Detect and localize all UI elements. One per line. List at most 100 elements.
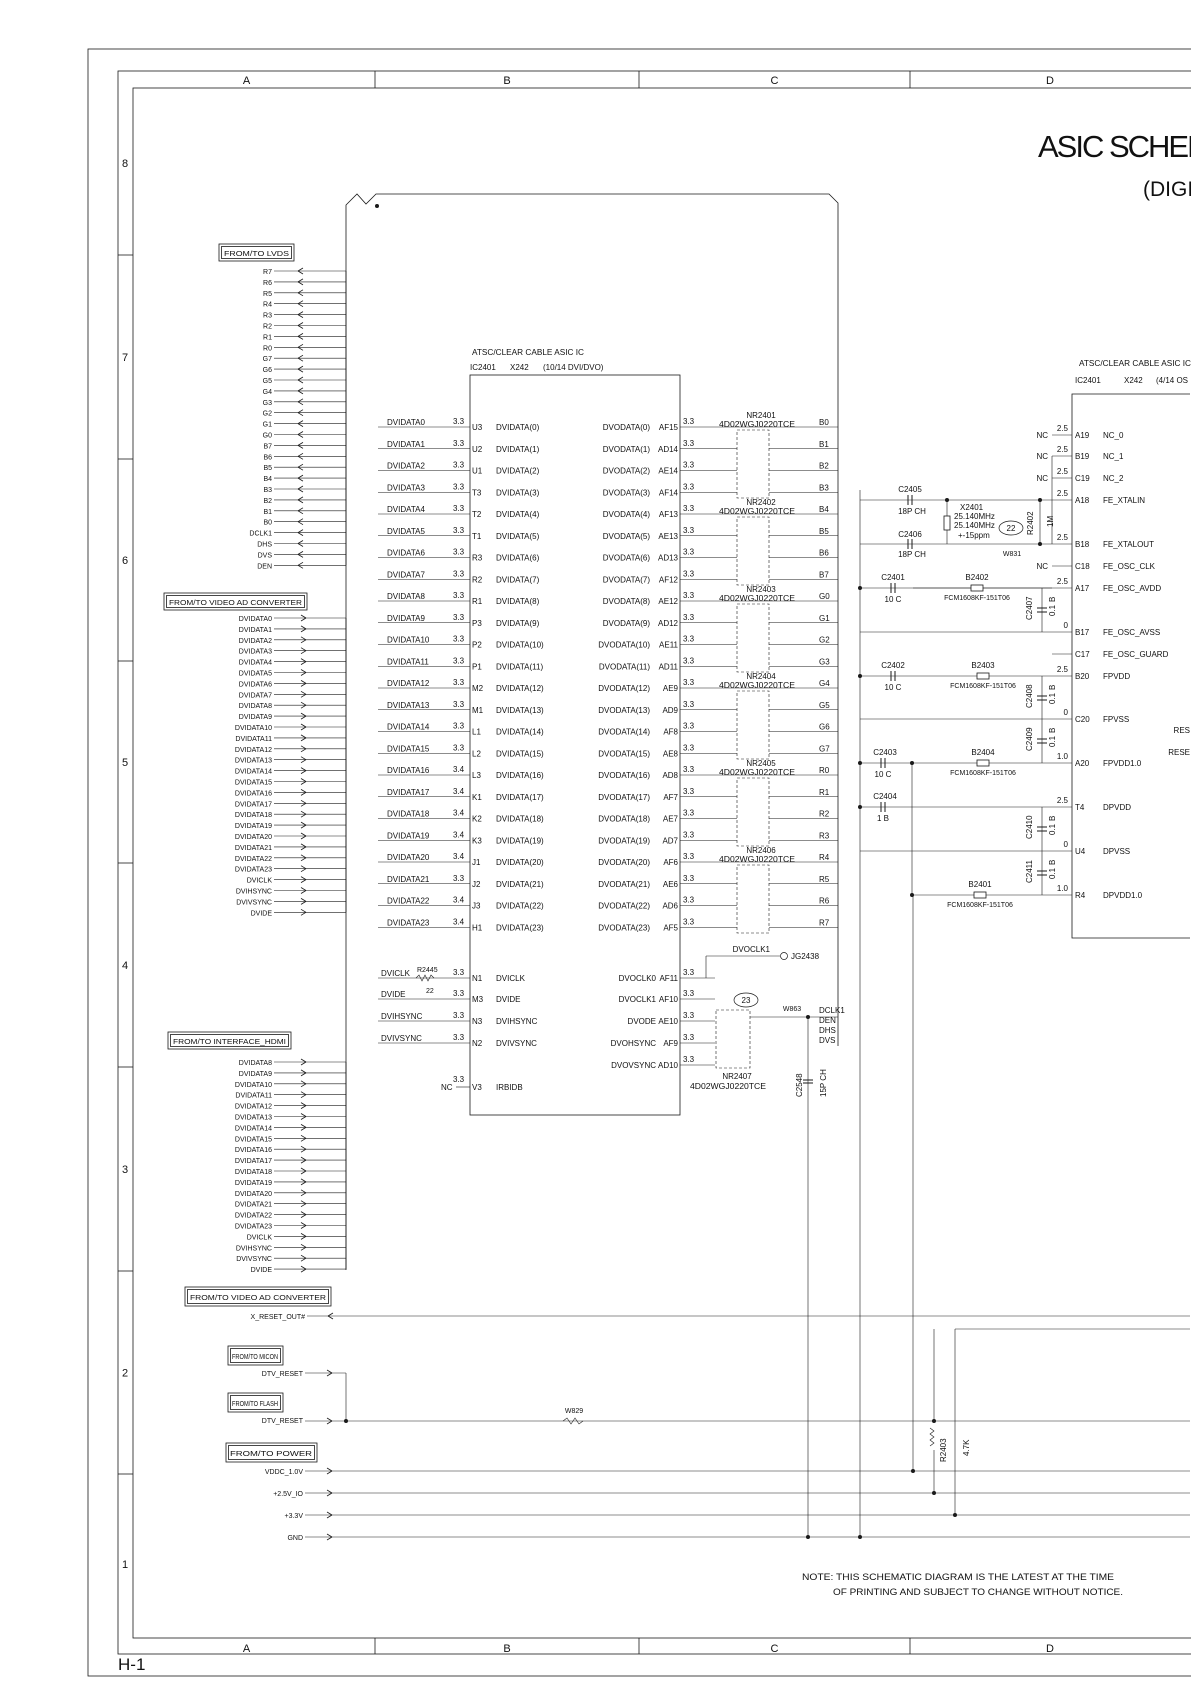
signal-label: G2: [263, 411, 272, 418]
testpoint-ref: JG2438: [791, 952, 820, 961]
arrow-head: [300, 1170, 307, 1175]
pin-voltage: 3.3: [683, 830, 695, 839]
signal-label: B1: [263, 509, 272, 516]
pin-name: DVODATA(1): [603, 445, 651, 454]
arrow-head: [300, 1113, 307, 1117]
rn-part: 4D02WGJ0220TCE: [719, 420, 795, 429]
arrow-head: [327, 1312, 334, 1317]
arrow-head: [300, 1061, 307, 1066]
signal-label: R4: [263, 302, 272, 309]
connector-title: FROM/TO INTERFACE_HDMI: [173, 1039, 286, 1046]
bus-enclosure: [345, 193, 839, 1046]
pin-out: B5: [819, 527, 829, 536]
arrow-head: [300, 1137, 307, 1142]
pin-ball: N2: [472, 1039, 483, 1048]
pin-voltage: 3.4: [453, 787, 465, 796]
pin-out: R5: [819, 875, 830, 884]
pin-voltage: 3.3: [683, 743, 695, 752]
cap-ref: C2402: [881, 661, 905, 670]
pin-ball: R4: [1075, 891, 1086, 900]
signal-label: DVIDATA12: [235, 1104, 272, 1111]
arrow-head: [300, 802, 307, 807]
arrow-head: [297, 466, 304, 471]
ic-ref: IC2401: [470, 363, 496, 372]
rn-part: 4D02WGJ0220TCE: [719, 855, 795, 864]
res-label: RES: [1174, 726, 1190, 735]
pin-ball: AE12: [658, 597, 678, 606]
cap-value: 18P CH: [898, 550, 926, 559]
pin-out: B4: [819, 505, 829, 514]
cap-value: 15P CH: [819, 1069, 828, 1097]
rn-ref: NR2401: [746, 411, 776, 420]
pin-name: DPVDD1.0: [1103, 891, 1143, 900]
arrow-head: [300, 857, 307, 862]
pin-ball: K2: [472, 815, 482, 824]
pin-voltage: 3.3: [453, 635, 465, 644]
pin-net: DVIDATA0: [387, 418, 425, 427]
pin-nc: NC: [441, 1083, 453, 1092]
power-label: +2.5V_IO: [273, 1491, 303, 1498]
row-label: 2: [122, 1368, 128, 1380]
pin-name: DVIDATA(16): [496, 771, 544, 780]
pin-out: B0: [819, 418, 829, 427]
ferrite-ref: B2402: [965, 573, 989, 582]
arrow-head: [300, 1243, 307, 1248]
junction-dot: [858, 805, 862, 809]
pin-net: DVIDATA8: [387, 592, 425, 601]
pin-ball: C19: [1075, 474, 1090, 483]
arrow-head: [297, 412, 304, 417]
pin-nc: NC: [1036, 431, 1048, 440]
arrow-head: [300, 1178, 307, 1183]
pin-name: FE_OSC_CLK: [1103, 562, 1156, 571]
pin-voltage: 0: [1064, 708, 1069, 717]
pin-voltage: 3.3: [453, 743, 465, 752]
junction-dot: [858, 586, 862, 590]
signal-label: DVIDATA20: [235, 834, 272, 841]
pin-out: R1: [819, 788, 830, 797]
arrow-head: [300, 1102, 307, 1106]
pin-ball: T1: [472, 532, 482, 541]
ferrite-bead: [970, 584, 984, 592]
signal-label: DVIDATA21: [235, 845, 272, 852]
wire-link-label: W829: [565, 1408, 583, 1415]
pin-ball: AE7: [663, 815, 679, 824]
cap-value: 0.1: [1048, 735, 1057, 747]
signal-label: DVIHSYNC: [236, 1245, 272, 1252]
schematic-subtitle: (DIGI: [1143, 178, 1191, 201]
resistor-value: 1M: [1046, 516, 1055, 527]
arrow-head: [300, 723, 307, 728]
arrow-head: [297, 354, 304, 359]
signal-label: DVS: [258, 552, 273, 559]
pin-net: DVIDATA11: [387, 657, 429, 666]
ctrl-out: DCLK1: [819, 1006, 845, 1015]
pin-name: DVODATA(18): [598, 815, 650, 824]
pin-ball: V3: [472, 1083, 482, 1092]
arrow-head: [300, 1058, 307, 1063]
arrow-head: [300, 1145, 307, 1150]
arrow-head: [297, 303, 304, 308]
arrow-head: [326, 1511, 333, 1516]
arrow-head: [300, 672, 307, 676]
junction-dot: [375, 204, 379, 208]
ferrite-part: FCM1608KF-151T06: [950, 770, 1016, 777]
arrow-head: [300, 737, 307, 742]
arrow-head: [300, 614, 307, 619]
arrow-head: [297, 518, 304, 523]
arrow-head: [300, 789, 307, 793]
pin-ball: AE8: [663, 749, 679, 758]
pin-voltage: 3.3: [683, 1033, 695, 1042]
signal-label: DVICLK: [247, 1234, 273, 1241]
arrow-head: [300, 693, 307, 698]
pin-voltage: 3.3: [453, 461, 465, 470]
callout-badge-23: [733, 992, 759, 1008]
pin-out: G0: [819, 592, 830, 601]
arrow-head: [300, 843, 307, 848]
signal-label: DVIDATA13: [235, 758, 272, 765]
pin-voltage: 3.3: [453, 613, 465, 622]
pin-ball: AF13: [659, 510, 679, 519]
pin-name: DVIDATA(20): [496, 858, 544, 867]
arrow-head: [300, 868, 307, 873]
sheet-id: H-1: [118, 1655, 145, 1674]
